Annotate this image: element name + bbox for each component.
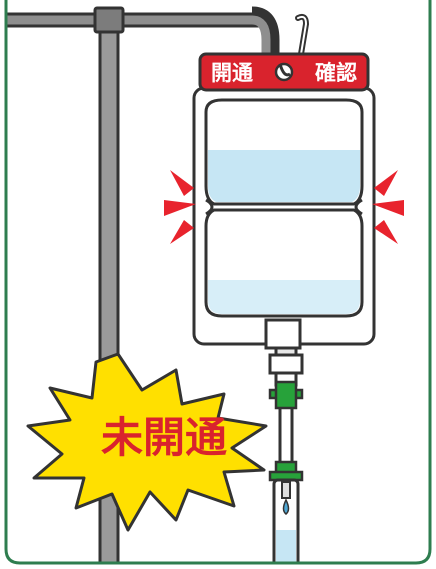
alert-marks-left-icon	[164, 170, 196, 244]
tab-label-left: 開通	[211, 61, 253, 85]
alert-marks-right-icon	[372, 170, 404, 244]
tab-label-right: 確認	[315, 61, 357, 85]
drip-chamber-icon	[272, 478, 300, 563]
infusion-tube	[268, 343, 304, 482]
iv-bag-icon	[192, 86, 376, 350]
bag-label-tab: 開通 確認	[198, 52, 370, 92]
burst-text: 未開通	[101, 413, 227, 462]
frame-border	[4, 0, 432, 565]
burst-star-icon: 未開通	[26, 352, 268, 532]
